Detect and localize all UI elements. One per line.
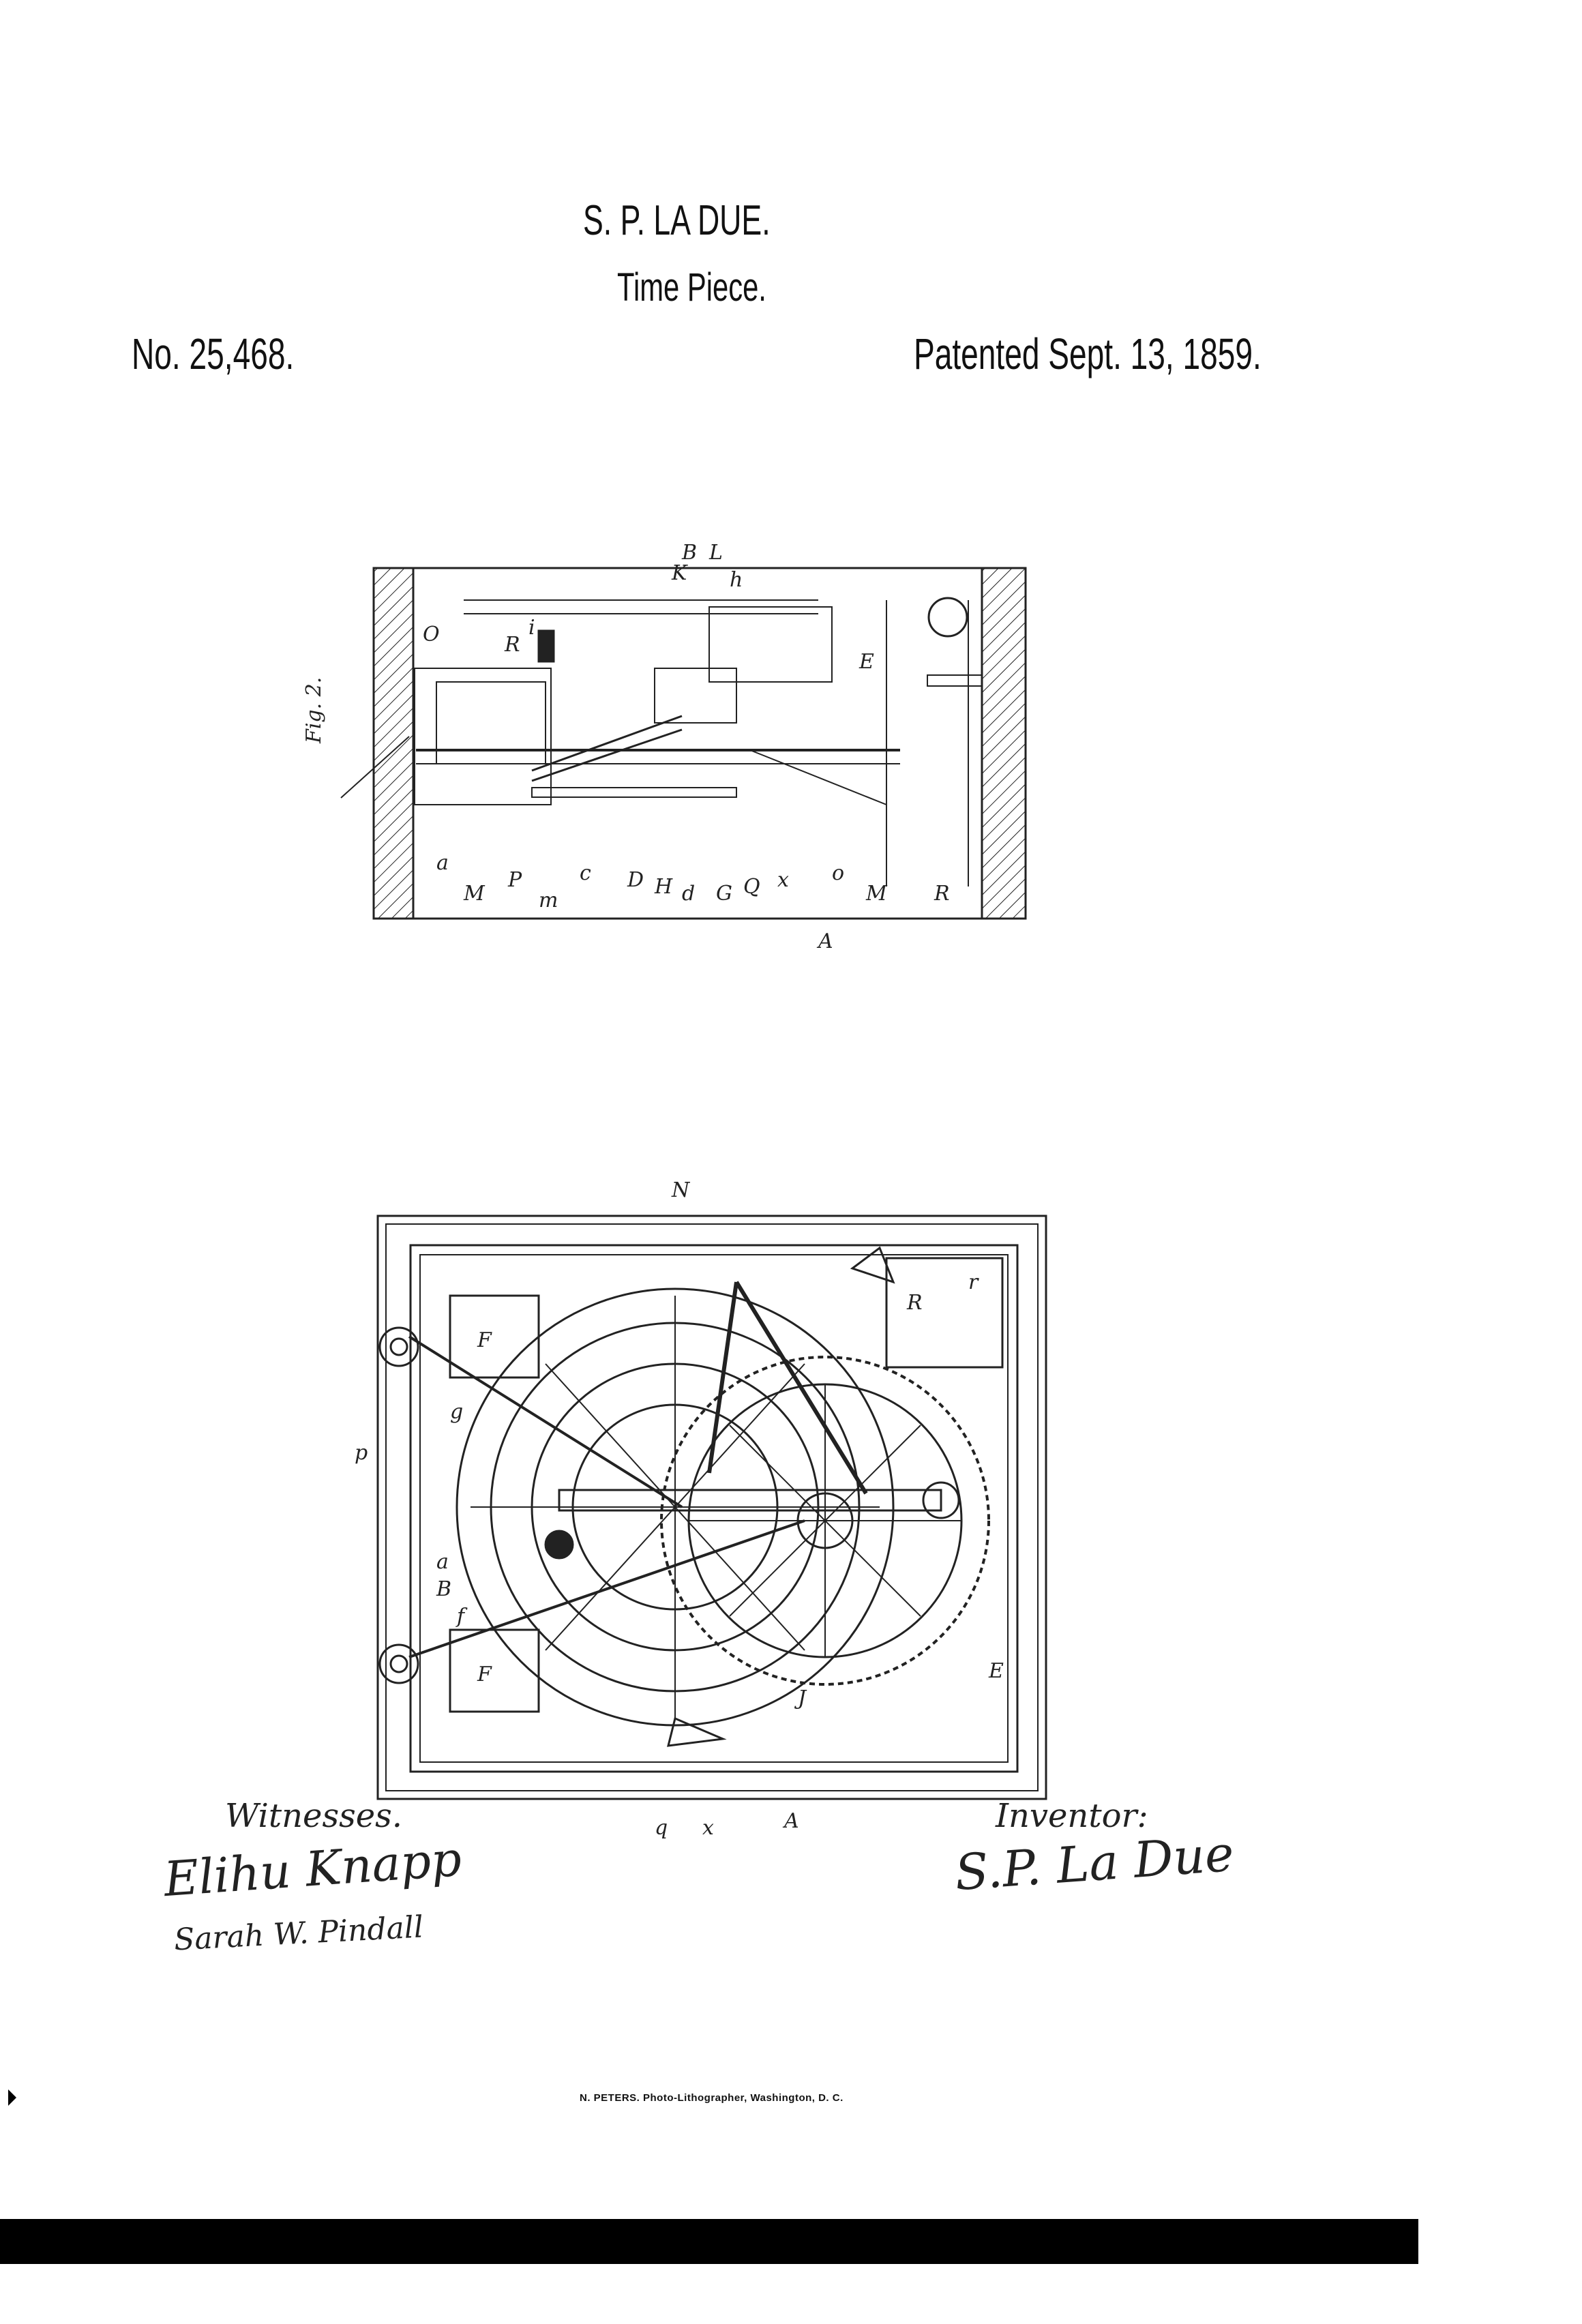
witnesses-label: Witnesses. — [225, 1797, 402, 1835]
fig2-frame — [374, 568, 1026, 919]
fig1-part-label: g — [450, 1400, 463, 1424]
fig1-part-label: p — [355, 1441, 368, 1465]
fig2-right-wall — [982, 568, 1026, 919]
fig2-part-label: G — [716, 882, 732, 906]
fig1-part-label: f — [456, 1605, 468, 1628]
fig2-part-label: D — [627, 868, 644, 892]
fig2-part-label: Q — [743, 875, 760, 899]
fig2-part-label: R — [504, 633, 520, 657]
fig2-part-label: K — [671, 561, 688, 585]
fig2-part-label: O — [423, 623, 440, 646]
margin-triangle-mark — [8, 2089, 16, 2106]
figure-1 — [378, 1216, 1046, 1799]
fig2-left-wall — [374, 568, 413, 919]
fig2-part-label: R — [934, 882, 950, 906]
weight-lower — [450, 1630, 539, 1712]
weight-upper — [450, 1296, 539, 1377]
fig1-part-label: R — [906, 1291, 923, 1315]
fig2-label: Fig. 2. — [302, 677, 326, 744]
fig1-part-label: B — [436, 1577, 451, 1601]
fig2-part-label: a — [436, 851, 449, 875]
fig2-part-label: c — [580, 861, 591, 885]
fig2-part-label: x — [777, 868, 789, 892]
fig2-part-label: i — [528, 616, 535, 640]
fig2-part-label: A — [816, 929, 833, 953]
fig2-part-label: P — [507, 868, 522, 892]
fig1-part-label: F — [477, 1663, 492, 1686]
fig1-part-label: N — [671, 1178, 691, 1202]
fig1-part-label: a — [436, 1550, 449, 1574]
fig2-part-label: M — [463, 882, 486, 906]
fig2-part-label: B — [681, 541, 697, 565]
fig1-part-label: A — [782, 1809, 799, 1833]
fig1-part-label: x — [702, 1816, 714, 1840]
scan-bottom-bar — [0, 2219, 1418, 2264]
inventor-label: Inventor: — [996, 1797, 1148, 1835]
fig2-part-label: E — [859, 650, 874, 674]
fig2-part-label: d — [682, 882, 695, 906]
fig2-part-label: m — [539, 889, 558, 912]
fig2-part-label: L — [708, 541, 723, 565]
fig2-part-label: M — [865, 882, 888, 906]
fig1-part-label: r — [968, 1270, 979, 1294]
fig1-part-label: E — [988, 1659, 1004, 1683]
fig1-part-labels: N F F R r E J A q x B a p g f — [355, 1178, 1004, 1840]
fig2-part-label: H — [654, 875, 673, 899]
fig1-part-label: q — [655, 1816, 668, 1840]
fig2-part-label: h — [730, 568, 743, 592]
lithographer-credit: N. PETERS. Photo-Lithographer, Washingto… — [580, 2092, 844, 2104]
fig2-part-label: o — [832, 861, 844, 885]
fig1-part-label: F — [477, 1328, 492, 1352]
fig2-part-labels: a M P m c D H d G Q x o M R A E K B L h … — [423, 541, 950, 953]
